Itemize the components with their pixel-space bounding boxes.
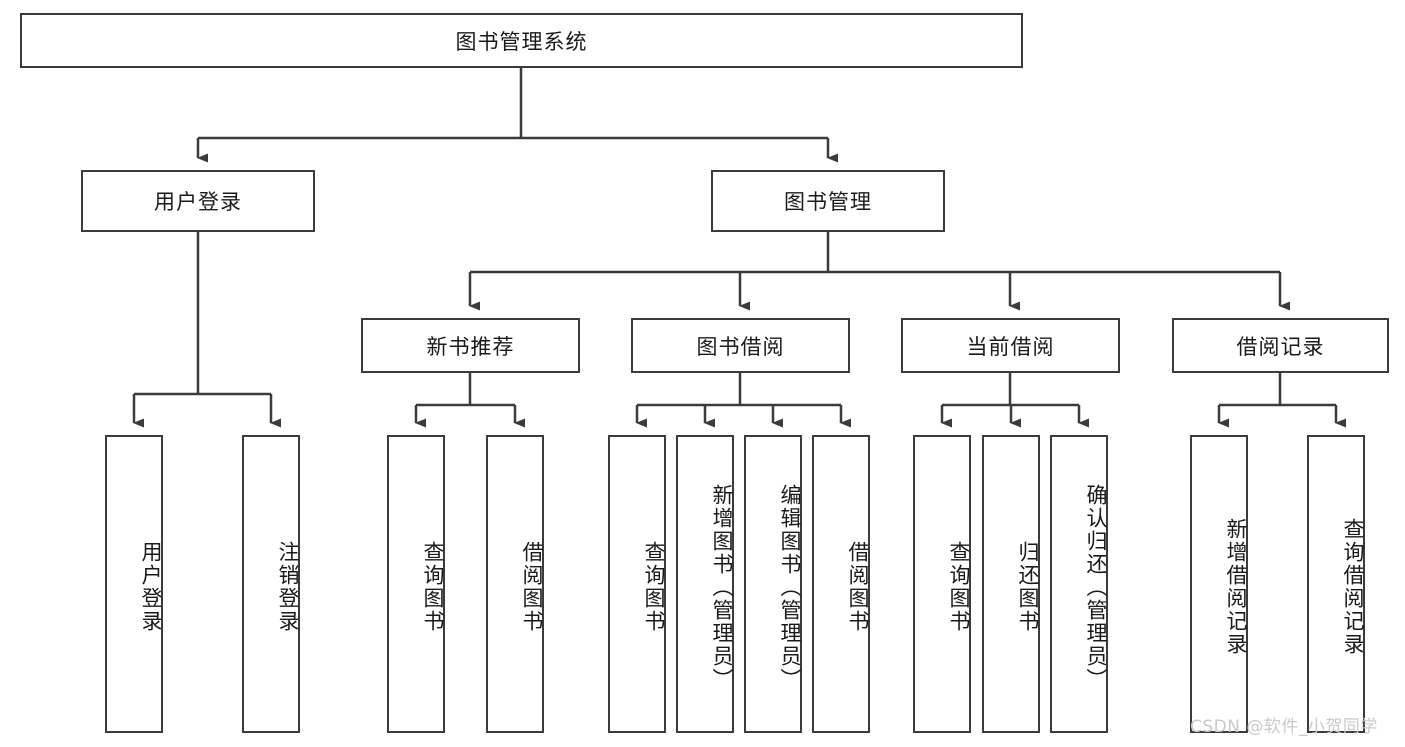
node-leaf-logout-login[interactable]: 注销登录 — [242, 435, 300, 733]
node-leaf-confirm-return[interactable]: 确认归还（管理员） — [1050, 435, 1108, 733]
node-label: 查询图书 — [421, 541, 445, 633]
node-current-borrow[interactable]: 当前借阅 — [901, 318, 1120, 373]
node-new-book-recommend[interactable]: 新书推荐 — [361, 318, 580, 373]
node-leaf-query-book-2[interactable]: 查询图书 — [608, 435, 666, 733]
node-label: 归还图书 — [1016, 541, 1040, 633]
watermark-label: CSDN @软件_小贺同学 — [1190, 717, 1378, 737]
connector-group — [132, 68, 1346, 428]
node-user-login[interactable]: 用户登录 — [81, 170, 315, 232]
node-leaf-return-book[interactable]: 归还图书 — [982, 435, 1040, 733]
node-leaf-borrow-book-2[interactable]: 借阅图书 — [812, 435, 870, 733]
node-label: 编辑图书（管理员） — [778, 483, 802, 691]
node-leaf-query-book-1[interactable]: 查询图书 — [387, 435, 445, 733]
node-leaf-query-book-3[interactable]: 查询图书 — [913, 435, 971, 733]
node-label: 借阅图书 — [520, 541, 544, 633]
node-label: 图书管理 — [784, 190, 872, 214]
node-label: 用户登录 — [154, 190, 242, 214]
node-leaf-edit-book[interactable]: 编辑图书（管理员） — [744, 435, 802, 733]
node-book-manage[interactable]: 图书管理 — [711, 170, 945, 232]
node-label: 查询图书 — [947, 541, 971, 633]
node-label: 新书推荐 — [426, 334, 515, 359]
node-root[interactable]: 图书管理系统 — [20, 13, 1023, 68]
node-book-borrow[interactable]: 图书借阅 — [631, 318, 850, 373]
node-label: 查询借阅记录 — [1341, 518, 1365, 656]
node-borrow-record[interactable]: 借阅记录 — [1172, 318, 1389, 373]
node-leaf-borrow-book-1[interactable]: 借阅图书 — [486, 435, 544, 733]
node-label: 用户登录 — [139, 541, 163, 633]
node-label: 新增借阅记录 — [1224, 518, 1248, 656]
node-label: 图书借阅 — [696, 334, 785, 359]
node-leaf-add-book[interactable]: 新增图书（管理员） — [676, 435, 734, 733]
node-label: 新增图书（管理员） — [710, 483, 734, 691]
node-leaf-add-record[interactable]: 新增借阅记录 — [1190, 435, 1248, 733]
node-label: 图书管理系统 — [455, 29, 588, 54]
node-leaf-user-login[interactable]: 用户登录 — [105, 435, 163, 733]
node-label: 注销登录 — [276, 541, 300, 633]
node-label: 借阅记录 — [1236, 334, 1325, 359]
node-label: 借阅图书 — [846, 541, 870, 633]
node-leaf-query-record[interactable]: 查询借阅记录 — [1307, 435, 1365, 733]
node-label: 查询图书 — [642, 541, 666, 633]
node-label: 确认归还（管理员） — [1084, 483, 1108, 691]
node-label: 当前借阅 — [966, 334, 1055, 359]
